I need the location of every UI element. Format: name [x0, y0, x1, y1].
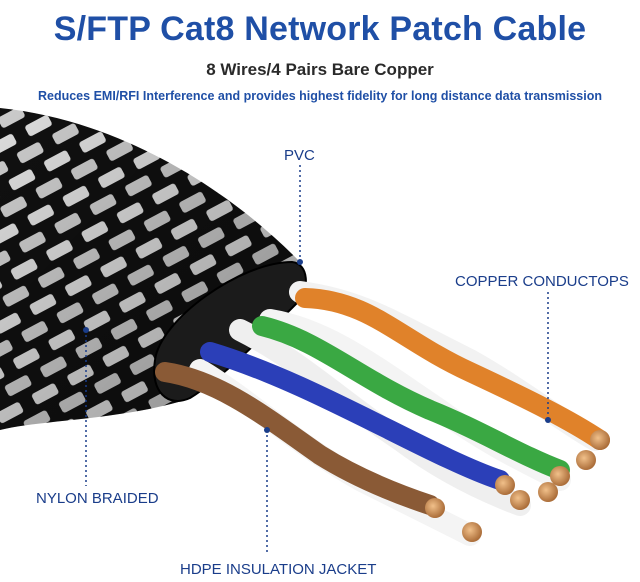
callout-copper: COPPER CONDUCTOPS [455, 273, 629, 290]
page-tagline: Reduces EMI/RFI Interference and provide… [37, 89, 602, 103]
callout-pvc: PVC [284, 147, 315, 164]
callout-nylon: NYLON BRAIDED [36, 490, 159, 507]
callout-lines [85, 165, 549, 555]
callout-dots [83, 259, 551, 433]
page-subtitle: 8 Wires/4 Pairs Bare Copper [206, 60, 434, 79]
copper-conductor-ends [425, 430, 610, 542]
callout-hdpe: HDPE INSULATION JACKET [180, 561, 377, 578]
page-title: S/FTP Cat8 Network Patch Cable [53, 10, 587, 48]
twisted-pair-wires [155, 281, 610, 546]
